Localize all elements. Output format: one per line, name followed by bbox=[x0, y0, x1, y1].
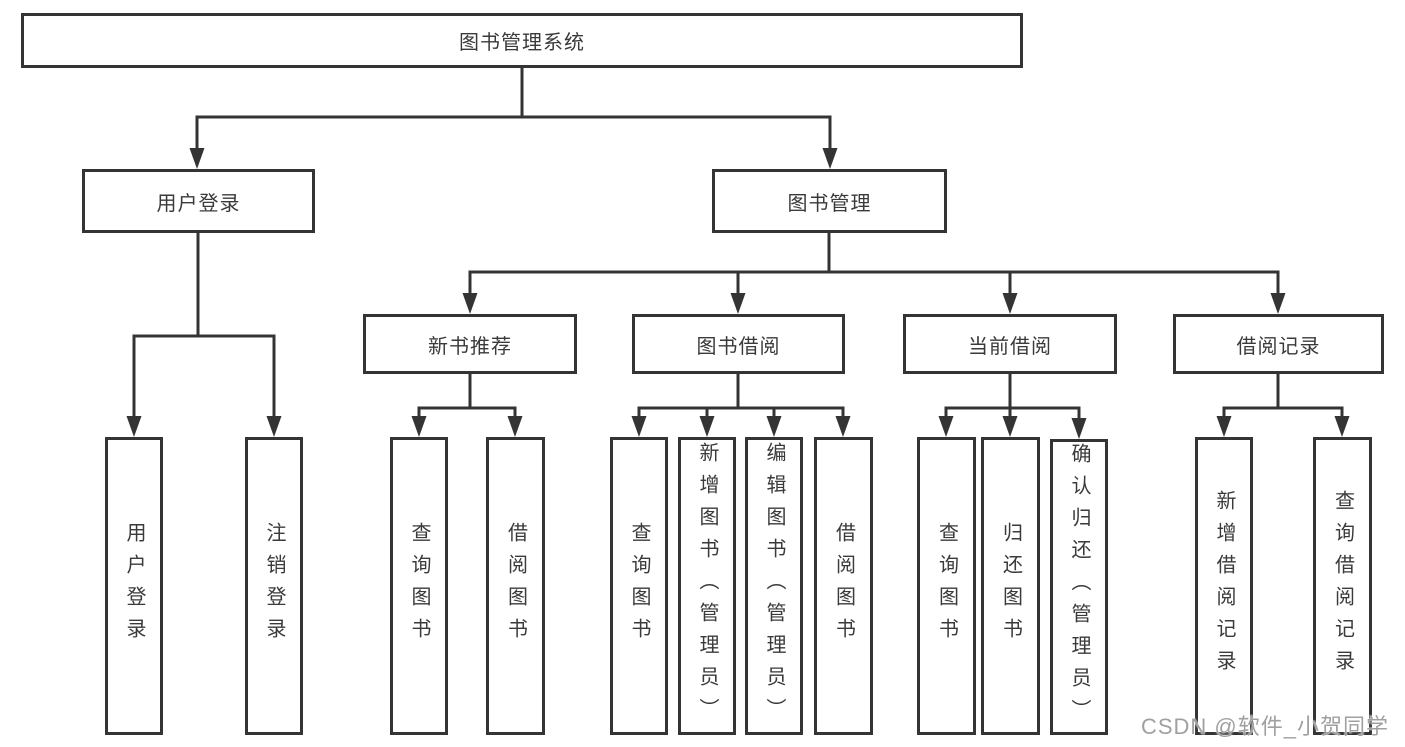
node-new-book-recommendation: 新书推荐 bbox=[363, 314, 577, 374]
node-user-login: 用户登录 bbox=[82, 169, 315, 233]
node-label: 图书借阅 bbox=[696, 335, 781, 358]
node-borrowing-records: 借阅记录 bbox=[1173, 314, 1384, 374]
node-label: 图书管理 bbox=[787, 192, 872, 215]
arrowhead bbox=[1270, 293, 1286, 314]
arrowhead bbox=[1334, 416, 1350, 437]
node-book-borrowing: 图书借阅 bbox=[632, 314, 845, 374]
leaf-current-query-books: 查询图书 bbox=[917, 437, 976, 735]
arrowhead bbox=[835, 416, 851, 437]
arrowhead bbox=[1002, 416, 1018, 437]
leaf-records-add-record: 新增借阅记录 bbox=[1195, 437, 1253, 735]
arrowhead bbox=[189, 148, 205, 169]
arrowhead bbox=[699, 416, 715, 437]
node-label: 新书推荐 bbox=[428, 335, 512, 358]
leaf-label: 新增借阅记录 bbox=[1213, 490, 1235, 682]
leaf-newbook-borrow-books: 借阅图书 bbox=[486, 437, 545, 735]
arrowhead bbox=[411, 416, 427, 437]
leaf-borrow-add-books-admin: 新增图书（管理员） bbox=[678, 437, 736, 735]
node-library-management-system: 图书管理系统 bbox=[21, 13, 1023, 68]
leaf-label: 借阅图书 bbox=[504, 522, 527, 650]
leaf-borrow-query-books: 查询图书 bbox=[610, 437, 668, 735]
leaf-label: 用户登录 bbox=[123, 522, 145, 650]
leaf-newbook-query-books: 查询图书 bbox=[390, 437, 448, 735]
node-current-borrowing: 当前借阅 bbox=[903, 314, 1117, 374]
node-label: 图书管理系统 bbox=[459, 32, 585, 54]
leaf-current-return-books: 归还图书 bbox=[981, 437, 1040, 735]
arrowhead bbox=[462, 293, 478, 314]
leaf-current-confirm-return-admin: 确认归还（管理员） bbox=[1050, 439, 1108, 735]
leaf-records-query-record: 查询借阅记录 bbox=[1313, 437, 1372, 735]
leaf-label: 查询图书 bbox=[935, 522, 958, 650]
arrowhead bbox=[938, 416, 954, 437]
arrowhead bbox=[266, 416, 282, 437]
leaf-borrow-edit-books-admin: 编辑图书（管理员） bbox=[745, 437, 803, 735]
leaf-logout: 注销登录 bbox=[245, 437, 303, 735]
node-label: 当前借阅 bbox=[968, 335, 1052, 358]
arrowhead bbox=[730, 293, 746, 314]
arrowhead bbox=[1216, 416, 1232, 437]
leaf-label: 查询图书 bbox=[628, 522, 650, 650]
leaf-label: 查询借阅记录 bbox=[1331, 490, 1354, 682]
leaf-borrow-borrow-books: 借阅图书 bbox=[814, 437, 873, 735]
node-label: 借阅记录 bbox=[1236, 335, 1321, 358]
leaf-label: 归还图书 bbox=[999, 522, 1022, 650]
arrowhead bbox=[507, 416, 523, 437]
leaf-label: 确认归还（管理员） bbox=[1068, 443, 1090, 731]
arrowhead bbox=[1071, 418, 1087, 439]
arrowhead bbox=[631, 416, 647, 437]
leaf-user-login: 用户登录 bbox=[105, 437, 163, 735]
arrowhead bbox=[766, 416, 782, 437]
leaf-label: 新增图书（管理员） bbox=[696, 442, 718, 730]
leaf-label: 借阅图书 bbox=[832, 522, 855, 650]
node-label: 用户登录 bbox=[156, 192, 241, 215]
arrowhead bbox=[822, 148, 838, 169]
leaf-label: 编辑图书（管理员） bbox=[763, 442, 785, 730]
leaf-label: 查询图书 bbox=[408, 522, 430, 650]
csdn-watermark: CSDN @软件_小贺同学 bbox=[1140, 714, 1389, 739]
arrowhead bbox=[126, 416, 142, 437]
node-book-management: 图书管理 bbox=[712, 169, 947, 233]
arrowhead bbox=[1002, 293, 1018, 314]
leaf-label: 注销登录 bbox=[263, 522, 285, 650]
